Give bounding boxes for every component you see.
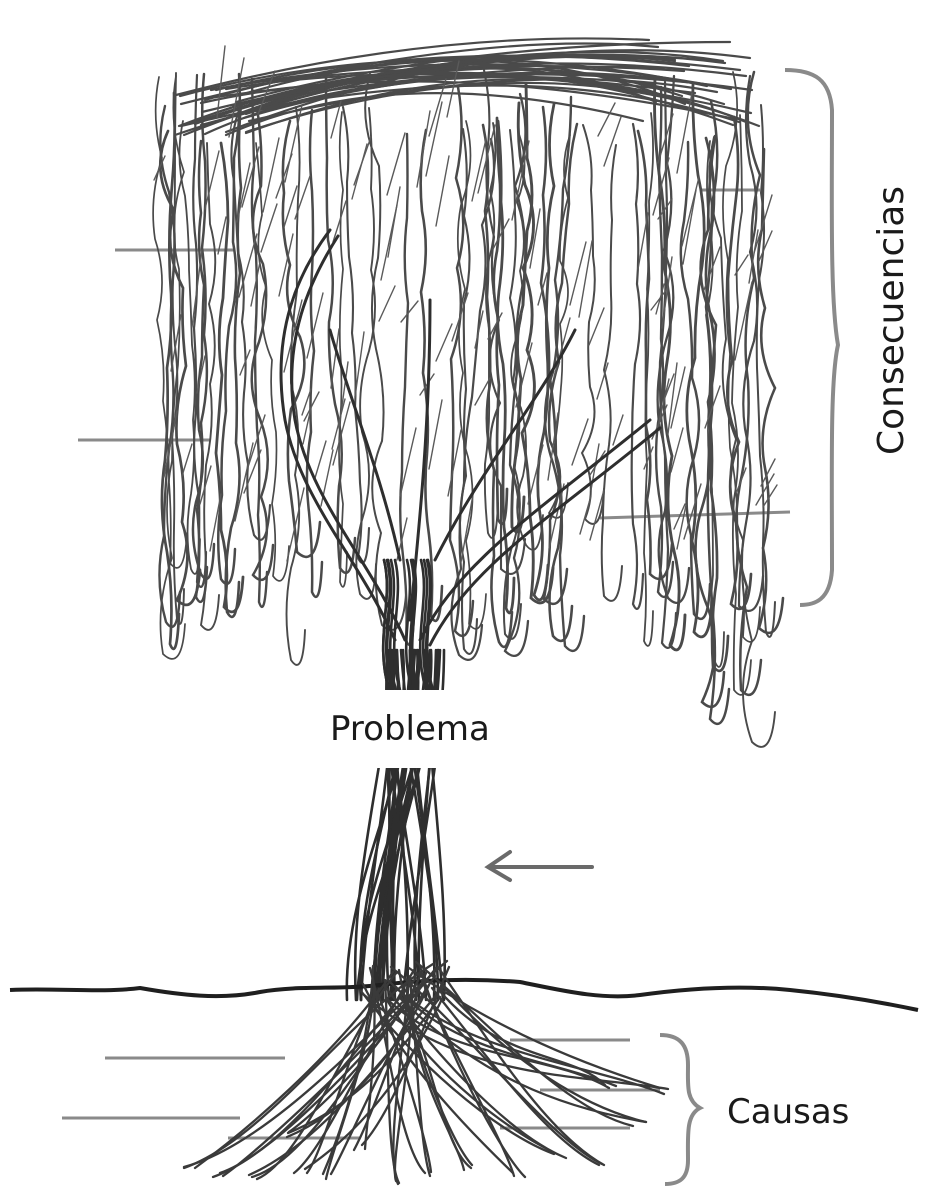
canopy-hatch	[570, 242, 586, 305]
canopy-hatch	[307, 293, 323, 358]
canopy-hatch	[671, 428, 683, 472]
canopy-hatch	[429, 400, 442, 469]
canopy-hatch	[284, 186, 297, 227]
canopy-hatch	[417, 111, 430, 187]
arrow-left-icon	[488, 852, 592, 880]
root-stroke	[442, 985, 646, 1122]
canopy-hatch	[379, 286, 395, 321]
consequences-bracket	[785, 70, 838, 605]
canopy-hatch	[333, 201, 346, 242]
willow-strand	[339, 112, 347, 587]
willow-strand	[709, 137, 775, 747]
canopy	[153, 38, 783, 746]
willow-strand	[356, 108, 376, 599]
canopy-hatch	[426, 102, 442, 176]
canopy-hatch	[354, 137, 371, 185]
canopy-hatch	[528, 445, 543, 504]
canopy-hatch	[598, 103, 615, 136]
canopy-hatch	[436, 156, 449, 226]
causes-label: Causas	[727, 1092, 849, 1132]
canopy-hatch	[580, 496, 591, 534]
canopy-hatch	[315, 441, 326, 478]
willow-strand	[739, 76, 763, 611]
canopy-hatch	[381, 205, 397, 280]
canopy-hatch	[387, 133, 405, 195]
canopy-hatch	[355, 332, 364, 397]
canopy-hatch	[401, 301, 418, 322]
canopy-hatch	[263, 138, 279, 212]
willow-strand	[421, 130, 442, 621]
canopy-hatch	[182, 444, 192, 476]
causes-bracket	[660, 1035, 700, 1184]
canopy-hatch	[493, 219, 509, 249]
canopy-hatch	[448, 430, 461, 496]
canopy-hatch	[572, 419, 588, 465]
consequences-label: Consecuencias	[871, 186, 912, 455]
canopy-hatch	[604, 117, 621, 166]
willow-strand	[632, 124, 643, 609]
willow-strand	[343, 107, 369, 563]
trunk	[347, 560, 445, 1000]
willow-strand	[283, 121, 320, 557]
canopy-hatch	[613, 415, 623, 445]
canopy-hatch	[436, 324, 452, 361]
canopy-hatch	[579, 241, 592, 317]
problem-label: Problema	[330, 709, 490, 749]
